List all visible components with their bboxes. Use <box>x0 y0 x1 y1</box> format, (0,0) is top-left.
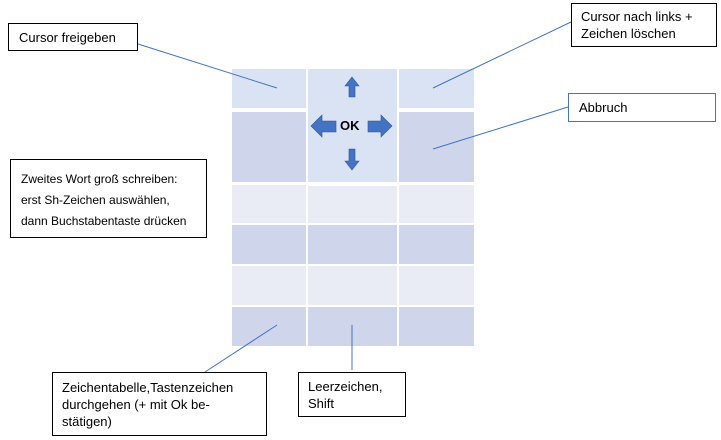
callout-capitalize: Zweites Wort groß schreiben: erst Sh-Zei… <box>10 159 207 238</box>
arrow-right-icon <box>367 114 393 138</box>
callout-text-line: Shift <box>308 396 335 411</box>
callout-text-line: Zeichen löschen <box>581 26 676 41</box>
callout-line-cancel <box>432 106 569 150</box>
key-cursor-release[interactable] <box>232 69 306 108</box>
callout-text-line: dann Buchstabentaste drücken <box>21 214 187 228</box>
callout-line-cursor-release <box>137 43 278 89</box>
key-r3-c1[interactable] <box>232 185 306 223</box>
callout-text-line: durchgehen (+ mit Ok be- <box>62 397 210 412</box>
callout-text-line: Zeichentabelle,Tastenzeichen <box>62 380 234 395</box>
callout-text-line: Cursor nach links + <box>581 9 693 24</box>
key-r5-c1[interactable] <box>232 266 306 305</box>
arrow-left-icon <box>310 114 337 138</box>
callout-line-char-table <box>204 324 278 373</box>
key-backspace[interactable] <box>399 69 474 108</box>
key-r3-c2[interactable] <box>308 186 397 223</box>
callout-cursor-left-delete: Cursor nach links + Zeichen löschen <box>571 3 717 47</box>
callout-text-line: stätigen) <box>62 414 112 429</box>
callout-text-line: Leerzeichen, <box>308 379 383 394</box>
arrow-up-icon <box>344 76 360 98</box>
key-r5-c2[interactable] <box>308 266 397 305</box>
arrow-down-icon <box>344 148 360 171</box>
ok-label: OK <box>340 118 360 133</box>
key-cancel[interactable] <box>399 112 474 182</box>
key-r4-c2[interactable] <box>308 225 397 264</box>
key-r3-c3[interactable] <box>399 185 474 223</box>
callout-text-line: Zweites Wort groß schreiben: <box>21 172 178 186</box>
key-r6-c3[interactable] <box>399 307 474 346</box>
key-r4-c3[interactable] <box>399 225 474 264</box>
callout-text: Cursor freigeben <box>19 30 116 45</box>
callout-line-backspace <box>432 21 572 89</box>
callout-cursor-release: Cursor freigeben <box>8 23 138 51</box>
key-left-side[interactable] <box>232 112 306 182</box>
callout-space-shift: Leerzeichen, Shift <box>298 372 406 417</box>
callout-cancel: Abbruch <box>568 93 716 122</box>
key-r5-c3[interactable] <box>399 266 474 305</box>
callout-char-table: Zeichentabelle,Tastenzeichen durchgehen … <box>52 372 267 436</box>
key-r4-c1[interactable] <box>232 225 306 264</box>
callout-text: Abbruch <box>579 100 628 115</box>
key-char-table[interactable] <box>232 307 306 346</box>
callout-text-line: erst Sh-Zeichen auswählen, <box>21 193 170 207</box>
